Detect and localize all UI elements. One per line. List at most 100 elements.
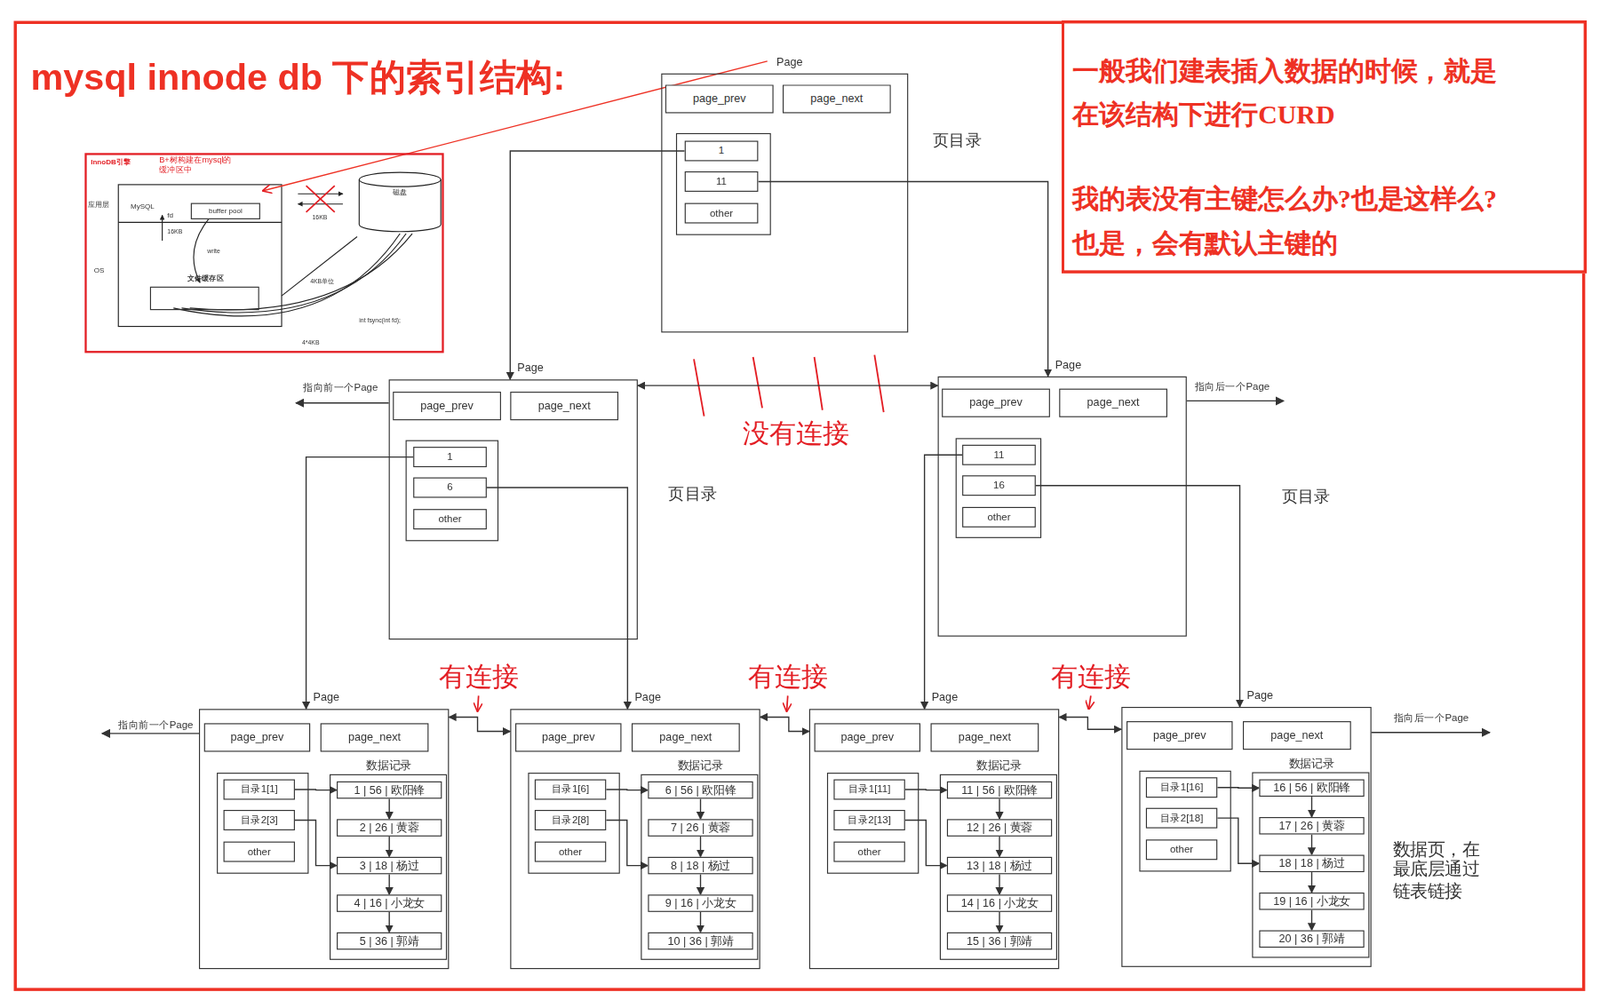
- dir-entry: other: [413, 509, 487, 530]
- record-cell: 20 | 36 | 郭靖: [1258, 931, 1364, 949]
- note-label: OS: [94, 266, 105, 276]
- cell-text: 14 | 16 | 小龙女: [961, 897, 1039, 911]
- record-cell: 18 | 18 | 杨过: [1258, 855, 1364, 874]
- cell-text: 15 | 36 | 郭靖: [966, 934, 1033, 948]
- record-list: 数据记录6 | 56 | 欧阳锋7 | 26 | 黄蓉8 | 18 | 杨过9 …: [640, 774, 758, 961]
- dir-entry: other: [534, 842, 606, 863]
- cell-text: 目录1[16]: [1160, 781, 1204, 795]
- page-pointer: [760, 716, 810, 732]
- page-box: Pagepage_prevpage_next目录1[16]目录2[18]othe…: [1121, 707, 1371, 968]
- note-label: 指向后一个Page: [1194, 380, 1270, 393]
- note-label: 4KB单位: [310, 278, 335, 287]
- page-label: Page: [634, 691, 661, 705]
- page-pointer: [1035, 485, 1241, 708]
- page-label: Page: [517, 361, 544, 375]
- cell-text: page_prev: [969, 396, 1023, 410]
- cell-text: other: [858, 845, 882, 859]
- disk-outline: [357, 171, 443, 235]
- page-label: Page: [776, 55, 804, 69]
- record-cell: 7 | 26 | 黄蓉: [647, 819, 753, 837]
- cell-text: page_next: [958, 731, 1011, 745]
- record-link: [1311, 796, 1313, 818]
- cell-text: page_next: [1270, 729, 1323, 743]
- cell-text: 目录2[13]: [847, 814, 892, 828]
- note-text: 我的表没有主键怎么办?也是这样么?也是，会有默认主键的: [1072, 178, 1518, 267]
- cell-text: 10 | 36 | 郭靖: [668, 934, 734, 948]
- cell-text: 18 | 18 | 杨过: [1279, 857, 1346, 871]
- pointer-cell: page_next: [631, 723, 741, 752]
- page-pointer: [757, 181, 1048, 376]
- page-label: Page: [313, 691, 341, 705]
- dir-entry: 目录1[6]: [534, 780, 606, 801]
- dir-entry: other: [1146, 839, 1218, 860]
- pointer-cell: page_prev: [1126, 721, 1233, 750]
- cell-text: 9 | 16 | 小龙女: [665, 897, 737, 911]
- list-heading: 数据记录: [677, 759, 724, 773]
- cell-text: 20 | 36 | 郭靖: [1279, 932, 1346, 947]
- cell-text: page_next: [659, 731, 712, 745]
- cell-text: other: [709, 206, 733, 220]
- record-list: 数据记录1 | 56 | 欧阳锋2 | 26 | 黄蓉3 | 18 | 杨过4 …: [329, 774, 447, 961]
- cell-text: page_next: [348, 731, 401, 745]
- note-label: 4*4KB: [302, 339, 320, 347]
- record-cell: 19 | 16 | 小龙女: [1258, 892, 1364, 911]
- note-label: write: [206, 247, 221, 255]
- dir-entry: other: [684, 203, 759, 224]
- cell-text: 1 | 56 | 欧阳锋: [353, 783, 425, 797]
- disk-cylinder: 磁盘: [357, 171, 443, 235]
- dir-entry: 目录2[8]: [534, 810, 606, 831]
- cell-text: page_prev: [1153, 729, 1207, 743]
- record-link: [389, 912, 391, 933]
- outer-pointers: [102, 400, 1490, 733]
- buffer-box: buffer pool: [191, 203, 261, 220]
- record-cell: 9 | 16 | 小龙女: [647, 894, 753, 913]
- record-link: [1311, 910, 1313, 932]
- record-cell: 13 | 18 | 杨过: [947, 857, 1052, 876]
- page-box: Pagepage_prevpage_next1116other: [938, 376, 1187, 637]
- cross-mark: [306, 185, 335, 213]
- cell-text: 11: [994, 448, 1005, 462]
- pointer-cell: page_prev: [941, 389, 1051, 418]
- note-label: 页目录: [668, 483, 717, 503]
- cache-box: 文件缓存区: [150, 286, 260, 311]
- note-box: 一般我们建表插入数据的时候，就是在该结构下进行CURD 我的表没有主键怎么办?也是…: [1061, 20, 1588, 274]
- page-box: Page页目录page_prevpage_next111other: [660, 73, 908, 334]
- note-label: 有连接: [748, 660, 828, 693]
- cell-text: page_prev: [541, 731, 596, 745]
- note-label: int fsync(int fd);: [358, 317, 401, 325]
- cell-text: other: [1170, 843, 1194, 857]
- cell-text: other: [437, 513, 462, 526]
- cross-mark: [306, 185, 335, 213]
- record-link: [998, 836, 1000, 858]
- note-label: 页目录: [1281, 486, 1331, 507]
- record-link: [389, 836, 391, 858]
- dir-entry: 11: [684, 171, 759, 192]
- note-label: 数据页，在最底层通过链表链接: [1393, 839, 1488, 902]
- cell-text: page_next: [538, 399, 591, 414]
- pointer-cell: page_next: [782, 84, 892, 113]
- note-text: 一般我们建表插入数据的时候，就是在该结构下进行CURD: [1072, 49, 1518, 138]
- cell-text: 6: [446, 481, 453, 494]
- cell-text: page_prev: [840, 731, 894, 745]
- pointer-cell: page_prev: [392, 391, 502, 421]
- record-link: [700, 798, 701, 820]
- record-cell: 15 | 36 | 郭靖: [947, 932, 1052, 951]
- cell-text: page_next: [1087, 396, 1140, 410]
- box-heading: 文件缓存区: [187, 274, 223, 284]
- innodb-sketch: [118, 184, 413, 327]
- record-link: [389, 798, 391, 820]
- page-box: Pagepage_prevpage_next目录1[11]目录2[13]othe…: [809, 708, 1059, 970]
- note-label: B+树构建在mysql的缓冲区中: [159, 155, 237, 176]
- note-label: 没有连接: [742, 418, 849, 451]
- dir-entry: 16: [962, 475, 1036, 496]
- record-link: [389, 874, 391, 895]
- record-cell: 12 | 26 | 黄蓉: [947, 819, 1052, 837]
- cell-text: 17 | 26 | 黄蓉: [1279, 819, 1346, 833]
- pointer-cell: page_next: [320, 723, 430, 752]
- record-cell: 17 | 26 | 黄蓉: [1258, 817, 1364, 836]
- record-cell: 6 | 56 | 欧阳锋: [647, 781, 753, 800]
- cell-text: other: [558, 845, 582, 859]
- record-cell: 1 | 56 | 欧阳锋: [336, 781, 442, 800]
- cell-text: 16 | 56 | 欧阳锋: [1273, 781, 1351, 796]
- dir-entry: 1: [413, 446, 487, 468]
